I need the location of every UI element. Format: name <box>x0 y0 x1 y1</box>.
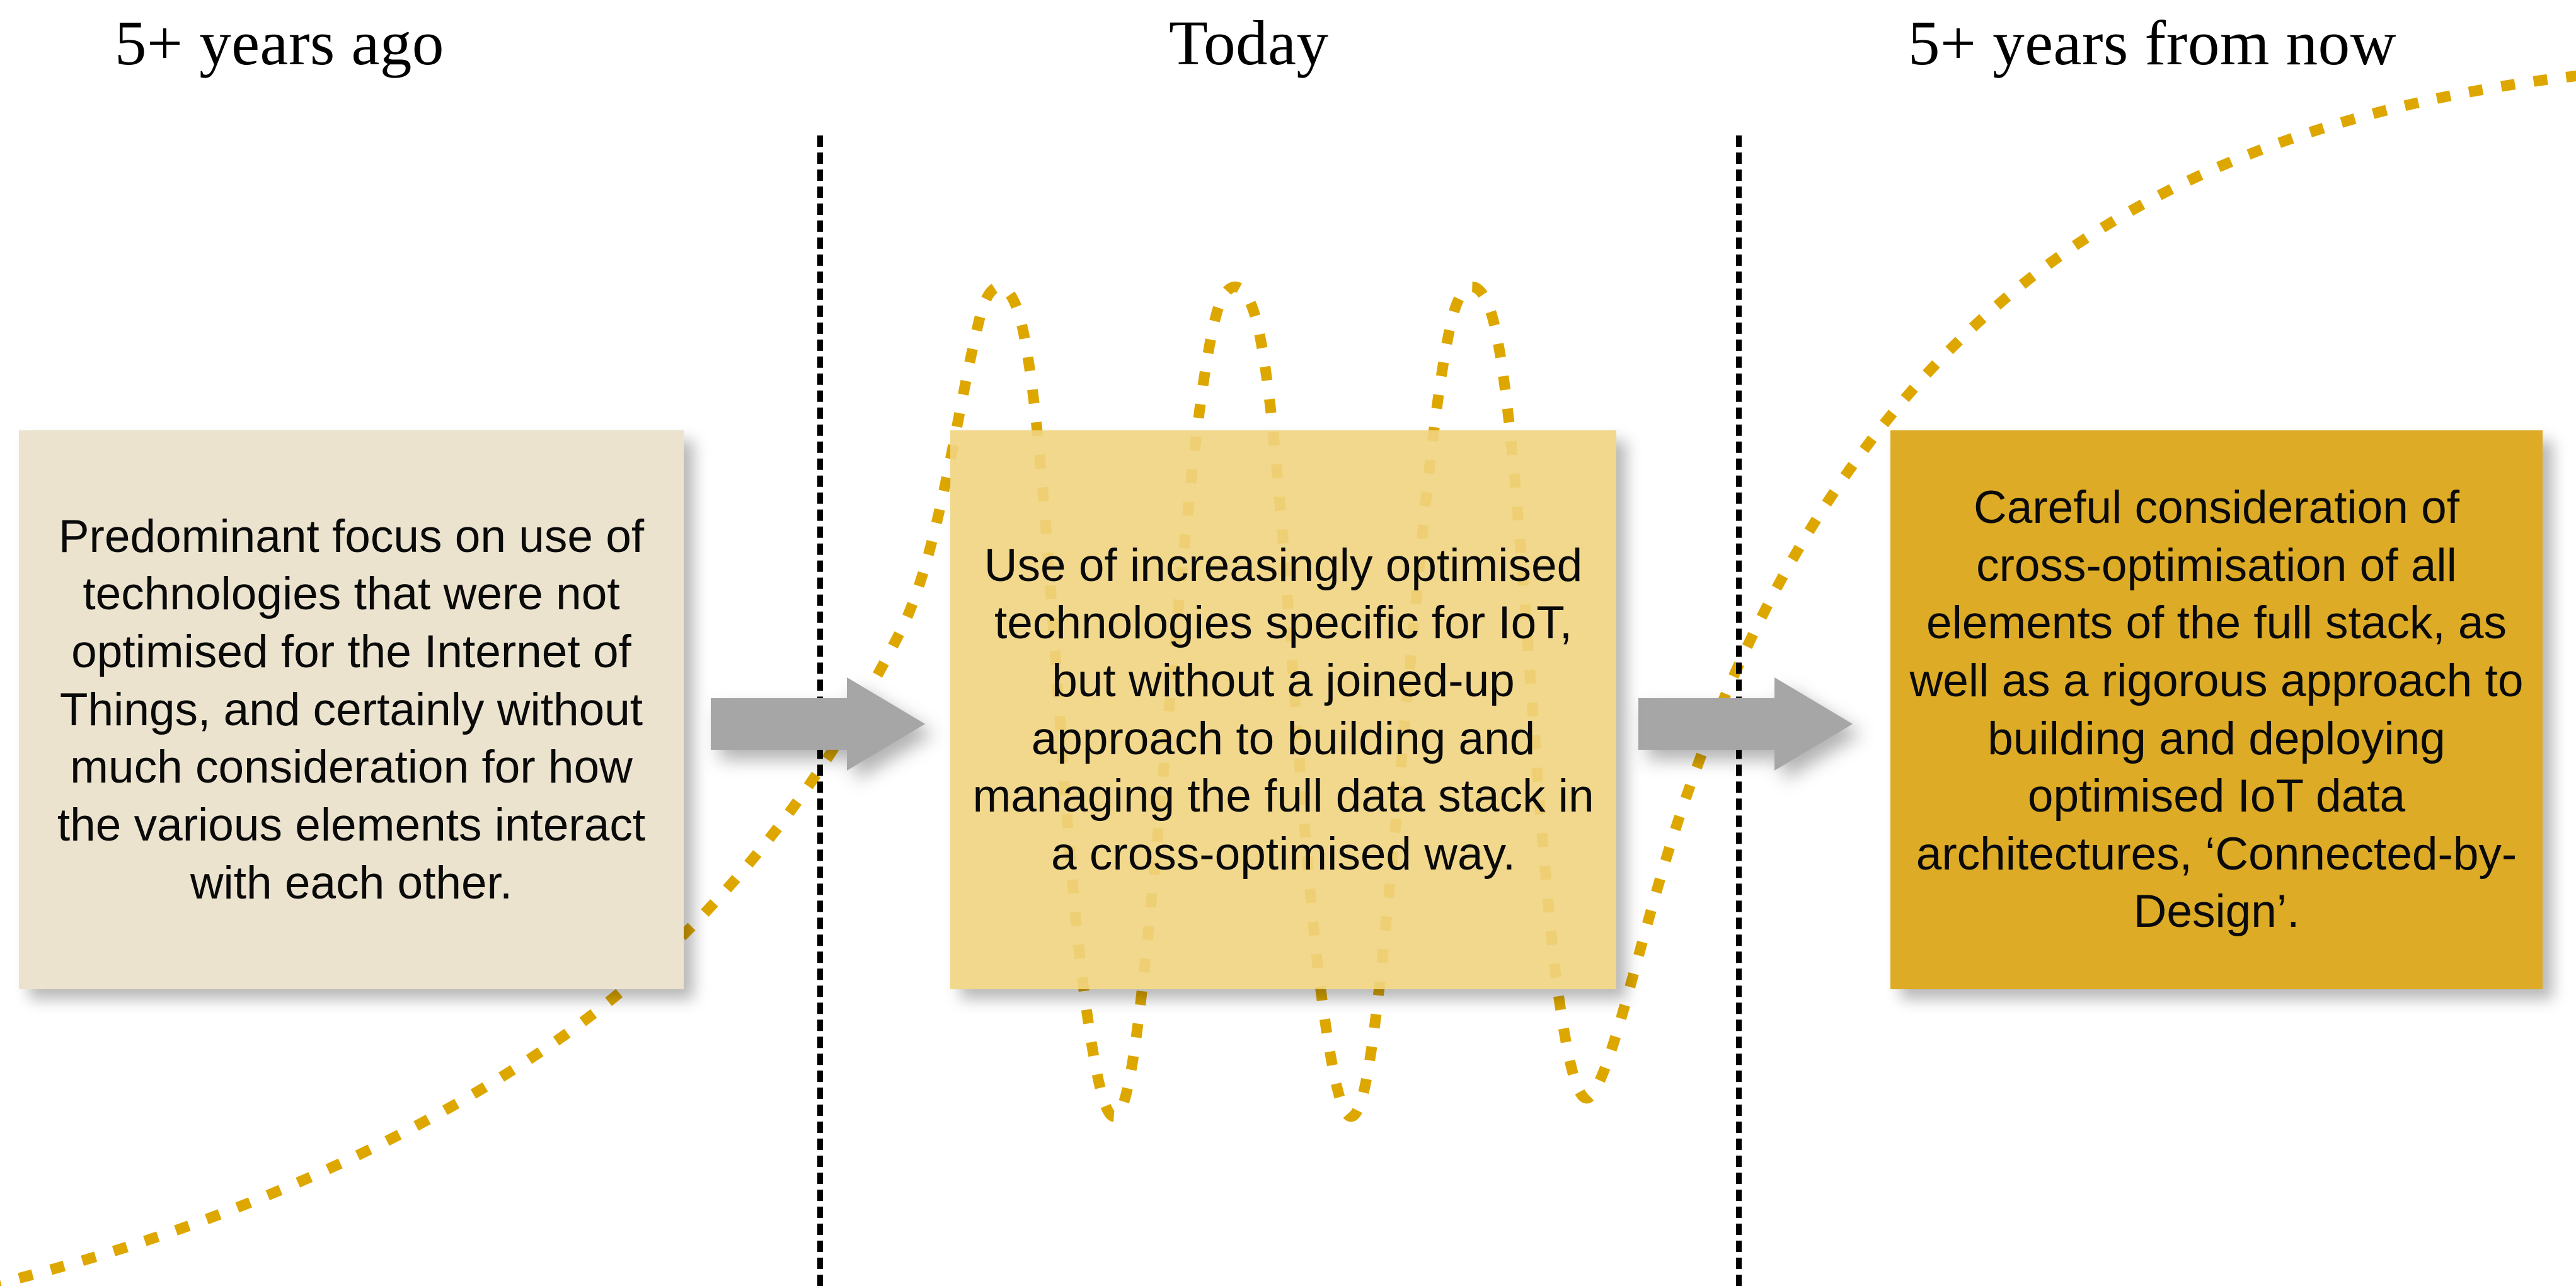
heading-today: Today <box>1169 8 1329 78</box>
text-box-past-body: Predominant focus on use of technologies… <box>57 510 646 909</box>
text-box-today-body: Use of increasingly optimised technologi… <box>972 539 1594 880</box>
text-box-future-body: Careful consideration of cross-optimisat… <box>1909 482 2524 938</box>
heading-past: 5+ years ago <box>115 8 444 78</box>
text-box-today: Use of increasingly optimised technologi… <box>950 430 1616 989</box>
progress-arrow-today-to-future[interactable] <box>1638 677 1853 771</box>
progress-arrow-past-to-today[interactable] <box>711 677 925 771</box>
text-box-future: Careful consideration of cross-optimisat… <box>1890 430 2543 989</box>
text-box-past: Predominant focus on use of technologies… <box>19 430 684 989</box>
arrow-shaft <box>711 698 848 750</box>
arrow-head-icon <box>1774 677 1853 771</box>
arrow-head-icon <box>847 677 925 771</box>
arrow-shaft <box>1638 698 1776 750</box>
heading-future: 5+ years from now <box>1908 8 2397 78</box>
